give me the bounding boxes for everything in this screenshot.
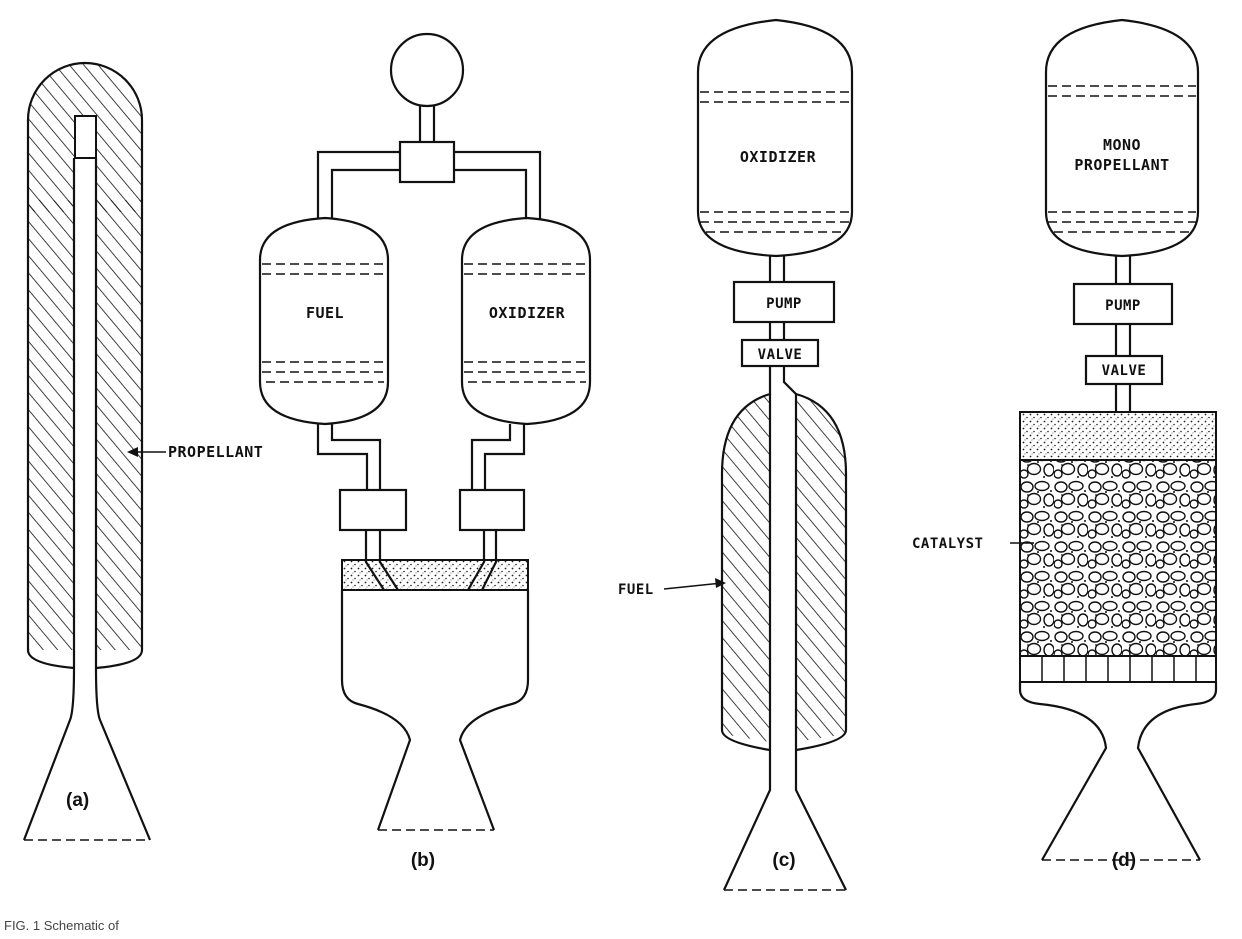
diagram-b-bipropellant: FUEL OXIDIZER (b) <box>258 32 592 871</box>
hybrid-pump-label: PUMP <box>766 296 802 312</box>
injector-plate <box>341 559 529 591</box>
oxidizer-valve <box>458 488 526 532</box>
center-bore <box>74 118 96 678</box>
hybrid-fuel-label: FUEL <box>618 582 654 598</box>
caption-a: (a) <box>66 790 89 811</box>
igniter <box>74 115 97 159</box>
catalyst-label: CATALYST <box>912 536 983 552</box>
mono-label-line1: MONO <box>1103 136 1141 154</box>
mono-pump <box>1072 282 1174 326</box>
hybrid-oxidizer-tank <box>696 18 854 258</box>
catalyst-screen <box>1019 655 1217 683</box>
hybrid-valve-label: VALVE <box>758 347 803 363</box>
monopropellant-tank <box>1044 18 1200 258</box>
fuel-label: FUEL <box>306 304 344 322</box>
diagram-a-solid-rocket: PROPELLANT (a) <box>22 61 263 841</box>
nozzle <box>22 667 76 841</box>
pressure-regulator <box>398 140 456 184</box>
propellant-label: PROPELLANT <box>168 443 263 461</box>
oxidizer-label: OXIDIZER <box>489 304 566 322</box>
mono-valve <box>1084 354 1164 386</box>
hybrid-valve <box>740 338 820 368</box>
hybrid-oxidizer-label: OXIDIZER <box>740 148 817 166</box>
diagram-c-hybrid: OXIDIZER PUMP VALVE FUEL (c) <box>618 18 854 891</box>
fuel-valve <box>338 488 408 532</box>
pressurant-tank <box>389 32 465 108</box>
distribution-plenum <box>1019 411 1217 461</box>
mono-label-line2: PROPELLANT <box>1074 156 1169 174</box>
caption-d: (d) <box>1112 850 1136 871</box>
mono-pump-label: PUMP <box>1105 298 1141 314</box>
combustion-chamber <box>340 590 412 831</box>
catalyst-bed <box>1019 459 1217 657</box>
caption-b: (b) <box>411 850 435 871</box>
caption-c: (c) <box>772 850 795 871</box>
hybrid-fuel-grain <box>722 394 770 742</box>
diagram-d-monopropellant: MONO PROPELLANT PUMP VALVE <box>912 18 1218 871</box>
figure-caption: FIG. 1 Schematic of <box>4 918 119 933</box>
mono-valve-label: VALVE <box>1102 363 1147 379</box>
